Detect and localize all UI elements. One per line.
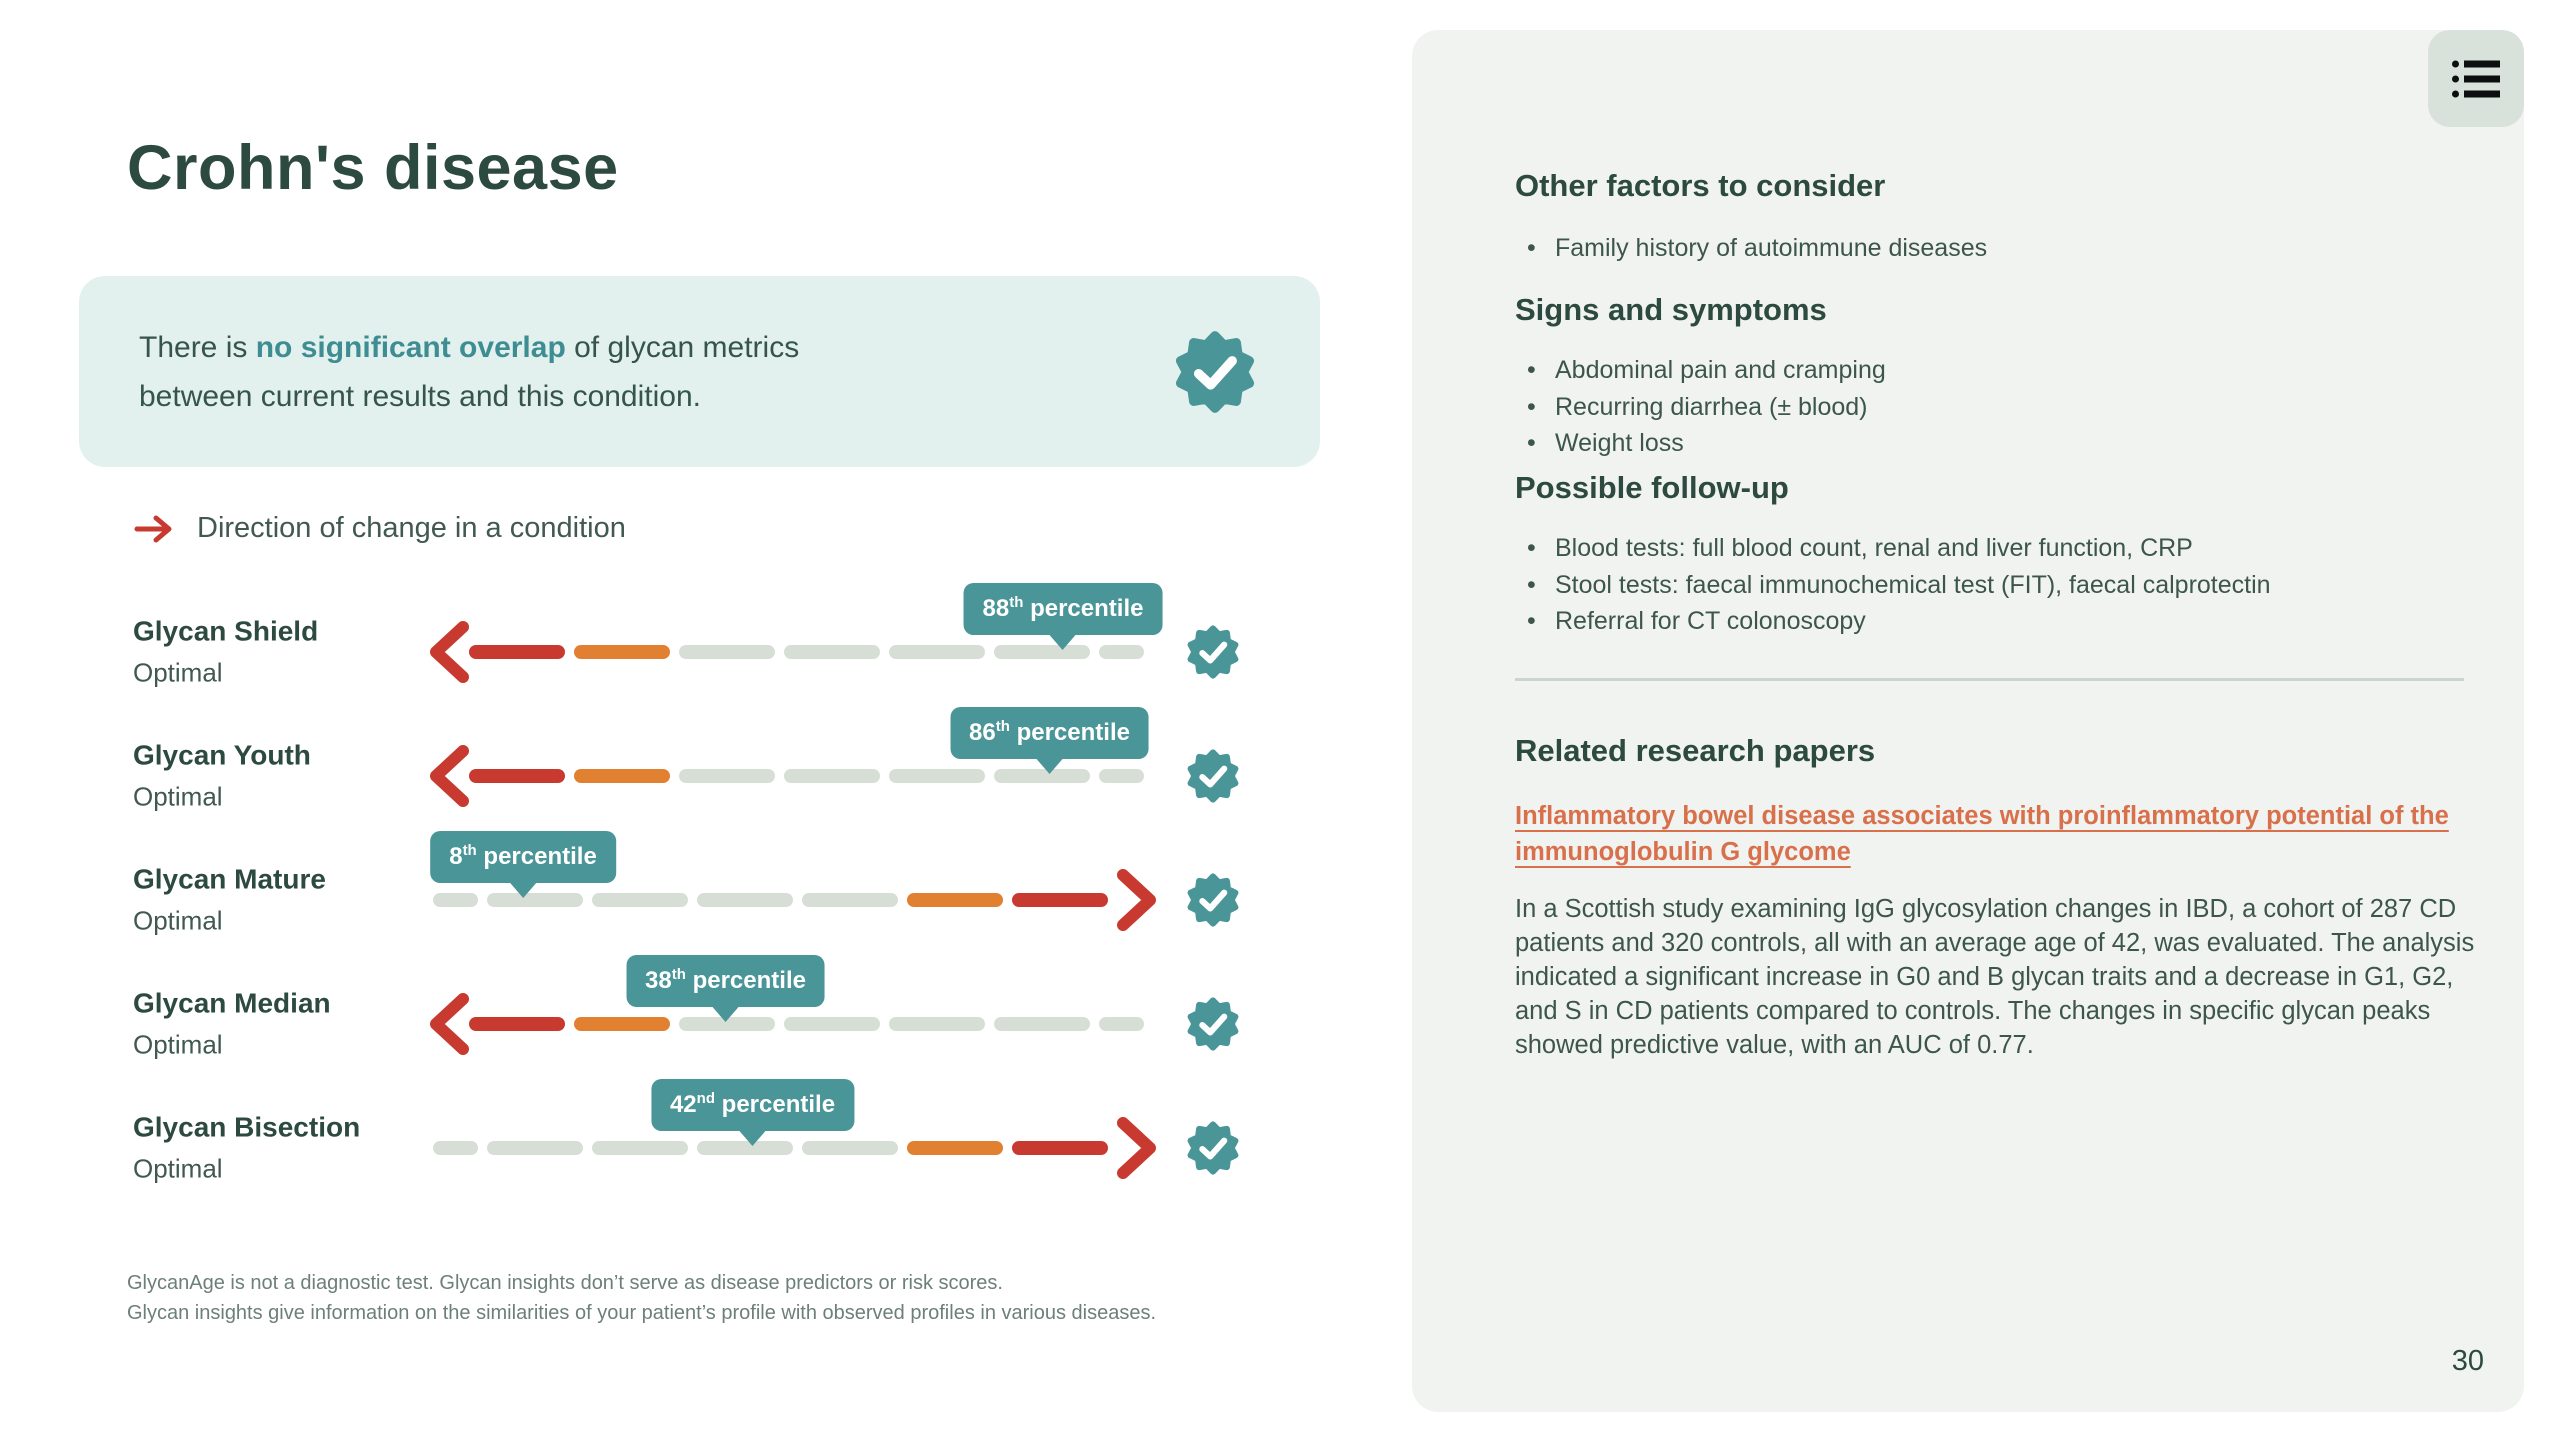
percentile-unit: percentile [1016, 719, 1130, 746]
glycan-metric-name: Glycan Youth [133, 739, 311, 771]
percentile-unit: percentile [483, 843, 597, 870]
percentile-badge: 42nd percentile [650, 1079, 855, 1146]
percentile-value: 88 [982, 595, 1010, 622]
research-paper-link[interactable]: Inflammatory bowel disease associates wi… [1515, 802, 2449, 866]
percentile-dashes [433, 893, 1108, 907]
glycan-metric-status: Optimal [133, 1153, 223, 1184]
percentile-badge: 8th percentile [430, 831, 616, 898]
section-title-signs: Signs and symptoms [1515, 292, 1827, 327]
percentile-ordinal: th [462, 842, 477, 859]
checkmark-seal-icon [1185, 1120, 1241, 1176]
overlap-summary-box: There is no significant overlap of glyca… [79, 276, 1320, 467]
glycan-row-shield: Glycan Shield Optimal 88th percentile [133, 583, 1403, 714]
glycan-metric-name: Glycan Mature [133, 863, 326, 895]
glycan-row-mature: Glycan Mature Optimal 8th percentile [133, 831, 1403, 962]
percentile-track: 88th percentile [425, 583, 1163, 714]
other-factors-list: Family history of autoimmune diseases [1515, 230, 1987, 267]
percentile-ordinal: th [1009, 594, 1024, 611]
percentile-ordinal: th [995, 718, 1010, 735]
percentile-value: 38 [645, 967, 672, 994]
glycan-metric-status: Optimal [133, 905, 223, 936]
percentile-badge: 88th percentile [963, 583, 1163, 650]
percentile-badge: 86th percentile [950, 707, 1149, 774]
glycan-rows: Glycan Shield Optimal 88th percentile Gl… [133, 583, 1403, 1210]
list-item: Recurring diarrhea (± blood) [1515, 389, 1886, 426]
list-item: Weight loss [1515, 425, 1886, 462]
checkmark-seal-icon [1172, 329, 1258, 415]
percentile-dashes [469, 1017, 1144, 1031]
percentile-unit: percentile [1030, 595, 1144, 622]
percentile-track: 42nd percentile [425, 1079, 1155, 1210]
list-item: Blood tests: full blood count, renal and… [1515, 530, 2271, 567]
overlap-text-suffix: of glycan metrics between current result… [139, 330, 800, 413]
glycan-metric-name: Glycan Median [133, 987, 331, 1019]
list-item: Abdominal pain and cramping [1515, 352, 1886, 389]
right-arrow-icon [1115, 1115, 1161, 1181]
checkmark-seal-icon [1185, 996, 1241, 1052]
glycan-row-bisection: Glycan Bisection Optimal 42nd percentile [133, 1079, 1403, 1210]
right-arrow-icon [1115, 867, 1161, 933]
right-arrow-icon [134, 515, 172, 542]
glycan-row-youth: Glycan Youth Optimal 86th percentile [133, 707, 1403, 838]
disclaimer-line-2: Glycan insights give information on the … [127, 1302, 1157, 1324]
overlap-text-highlight: no significant overlap [255, 330, 566, 364]
percentile-unit: percentile [692, 967, 806, 994]
checkmark-seal-icon [1185, 624, 1241, 680]
section-title-follow-up: Possible follow-up [1515, 470, 1789, 505]
signs-list: Abdominal pain and cramping Recurring di… [1515, 352, 1886, 462]
glycan-metric-name: Glycan Bisection [133, 1111, 361, 1143]
glycan-metric-status: Optimal [133, 1029, 223, 1060]
percentile-track: 38th percentile [425, 955, 1155, 1086]
left-arrow-icon [425, 743, 471, 809]
condition-info-panel: Other factors to consider Family history… [1412, 30, 2524, 1412]
research-paper-summary: In a Scottish study examining IgG glycos… [1515, 895, 2475, 1059]
list-menu-icon [2452, 60, 2500, 97]
section-title-other-factors: Other factors to consider [1515, 168, 1886, 203]
chart-legend: Direction of change in a condition [133, 512, 626, 545]
percentile-unit: percentile [721, 1091, 836, 1118]
section-title-research: Related research papers [1515, 733, 1876, 768]
percentile-ordinal: th [671, 966, 686, 983]
list-item: Family history of autoimmune diseases [1515, 230, 1987, 267]
checkmark-seal-icon [1185, 872, 1241, 928]
percentile-dashes [469, 769, 1144, 783]
percentile-track: 86th percentile [425, 707, 1155, 838]
percentile-value: 42 [669, 1091, 697, 1118]
percentile-ordinal: nd [696, 1090, 715, 1107]
page-number: 30 [2451, 1345, 2484, 1377]
page-title: Crohn's disease [127, 133, 619, 203]
follow-up-list: Blood tests: full blood count, renal and… [1515, 530, 2271, 640]
percentile-value: 86 [969, 719, 996, 746]
left-arrow-icon [425, 991, 471, 1057]
checkmark-seal-icon [1185, 748, 1241, 804]
glycan-metric-status: Optimal [133, 781, 223, 812]
left-arrow-icon [425, 619, 471, 685]
overlap-summary-text: There is no significant overlap of glyca… [139, 323, 919, 421]
disclaimer-line-1: GlycanAge is not a diagnostic test. Glyc… [127, 1272, 1003, 1294]
section-divider [1515, 678, 2464, 681]
disclaimer: GlycanAge is not a diagnostic test. Glyc… [127, 1268, 1156, 1328]
glycan-metric-status: Optimal [133, 657, 223, 688]
list-item: Stool tests: faecal immunochemical test … [1515, 567, 2271, 604]
index-menu-button[interactable] [2428, 30, 2524, 127]
percentile-track: 8th percentile [425, 831, 1155, 962]
percentile-dashes [469, 645, 1144, 659]
overlap-text-prefix: There is [139, 330, 256, 364]
glycan-row-median: Glycan Median Optimal 38th percentile [133, 955, 1403, 1086]
chart-legend-label: Direction of change in a condition [197, 512, 626, 544]
percentile-value: 8 [449, 843, 463, 870]
percentile-badge: 38th percentile [626, 955, 825, 1022]
list-item: Referral for CT colonoscopy [1515, 603, 2271, 640]
percentile-dashes [433, 1141, 1108, 1155]
glycan-metric-name: Glycan Shield [133, 615, 319, 647]
